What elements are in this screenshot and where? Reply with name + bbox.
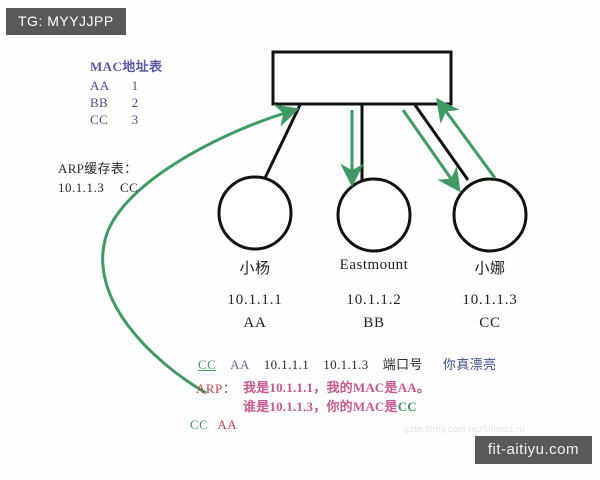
host-ip-3: 10.1.1.3: [462, 292, 518, 308]
arp-message-answer-mac: CC: [397, 399, 417, 414]
arp-label: ARP：: [196, 381, 237, 396]
host-mac-1: AA: [243, 315, 267, 331]
mac-table-row-mac: CC: [90, 112, 108, 127]
arp-message-line-2-prefix: 谁是10.1.1.3，你的MAC是: [243, 399, 398, 414]
mac-table-row-port: 3: [131, 112, 139, 127]
resolved-mac-pair: CC AA: [190, 417, 237, 433]
arp-cache-entry: 10.1.1.3 CC: [58, 180, 138, 196]
mac-table-row: AA 1: [90, 77, 162, 94]
arp-cache-table: ARP缓存表： 10.1.1.3 CC: [58, 158, 138, 196]
frame-port: 端口号: [382, 357, 423, 372]
resolved-dst-mac: CC: [190, 417, 209, 432]
site-badge: fit-aitiyu.com: [474, 436, 592, 464]
host-mac-3: CC: [479, 315, 501, 331]
green-arrow-switch-to-host3: [401, 109, 461, 193]
host-ip-2: 10.1.1.2: [346, 292, 402, 308]
host-mac-2: BB: [363, 315, 385, 331]
site-badge-label: fit-aitiyu.com: [487, 441, 579, 458]
telegram-badge: TG: MYYJJPP: [6, 8, 126, 35]
telegram-badge-label: TG: MYYJJPP: [18, 13, 114, 29]
frame-dst-ip: 10.1.1.3: [323, 357, 369, 372]
arp-cache-title: ARP缓存表：: [58, 161, 138, 176]
frame-src-mac: AA: [230, 357, 250, 372]
mac-table-row: BB 2: [90, 94, 162, 111]
mac-table-row-port: 2: [131, 95, 139, 110]
frame-payload: 你真漂亮: [442, 357, 497, 372]
arp-message-line-1: 我是10.1.1.1，我的MAC是AA。: [243, 380, 431, 395]
arp-cache-entry-mac: CC: [120, 180, 139, 195]
resolved-src-mac: AA: [217, 417, 238, 432]
host-circle-1: [217, 175, 293, 251]
mac-address-table: MAC地址表 AA 1 BB 2 CC 3: [90, 56, 162, 128]
host-name-3: 小娜: [474, 261, 506, 277]
frame-breakdown: CC AA 10.1.1.1 10.1.1.3 端口号 你真漂亮: [198, 354, 496, 373]
mac-table-row: CC 3: [90, 111, 162, 128]
faint-watermark: gzte.fltmy.com ncz5imocz.ru: [404, 424, 525, 434]
link-switch-host-3: [413, 104, 470, 181]
arp-message-line-2: 谁是10.1.1.3，你的MAC是CC: [243, 396, 417, 415]
frame-dst-mac: CC: [198, 357, 217, 372]
link-switch-host-1: [263, 104, 302, 179]
mac-table-row-mac: AA: [90, 78, 110, 93]
host-circle-2: [336, 177, 412, 253]
green-arrow-frame-to-switch: [101, 104, 300, 395]
mac-table-row-port: 1: [131, 78, 139, 93]
arp-cache-entry-ip: 10.1.1.3: [58, 180, 105, 195]
mac-table-title: MAC地址表: [90, 59, 163, 74]
host-name-1: 小杨: [239, 261, 271, 277]
host-name-2: Eastmount: [339, 257, 409, 273]
green-arrow-host3-to-switch: [436, 97, 497, 179]
mac-table-row-mac: BB: [90, 95, 108, 110]
host-circle-3: [452, 177, 528, 253]
switch-box: [271, 50, 453, 106]
frame-src-ip: 10.1.1.1: [263, 357, 310, 372]
host-ip-1: 10.1.1.1: [227, 292, 283, 308]
